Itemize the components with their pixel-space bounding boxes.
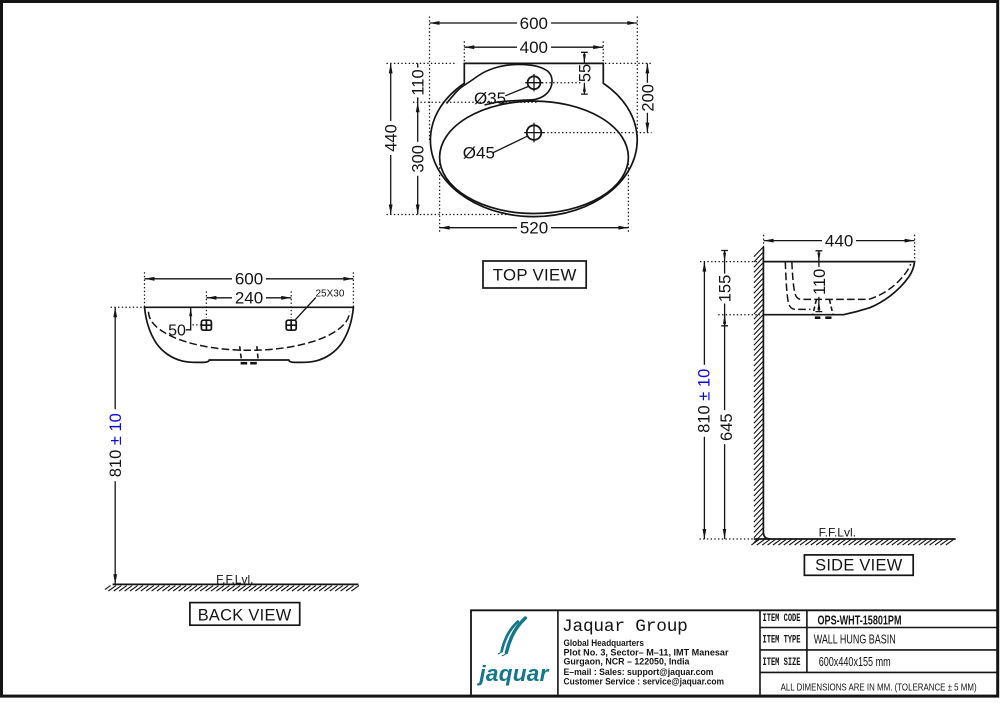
svg-text:240: 240 [235, 289, 263, 308]
svg-text:SIDE VIEW: SIDE VIEW [815, 557, 903, 575]
svg-text:600: 600 [235, 270, 263, 289]
svg-text:TOP VIEW: TOP VIEW [493, 265, 577, 284]
svg-text:ITEM SIZE: ITEM SIZE [763, 657, 801, 669]
svg-text:Gurgaon, NCR – 122050, India: Gurgaon, NCR – 122050, India [564, 657, 691, 668]
svg-text:ITEM CODE: ITEM CODE [763, 613, 801, 625]
svg-text:BACK VIEW: BACK VIEW [198, 607, 292, 625]
svg-text:200: 200 [639, 84, 657, 112]
svg-text:300: 300 [410, 145, 428, 173]
svg-text:810 ± 10: 810 ± 10 [695, 369, 713, 433]
svg-text:155: 155 [717, 275, 735, 303]
svg-text:110: 110 [811, 269, 829, 295]
svg-text:645: 645 [718, 413, 736, 441]
svg-text:Plot No. 3, Sector– M–11, IMT: Plot No. 3, Sector– M–11, IMT Manesar [564, 647, 729, 658]
svg-text:25X30: 25X30 [316, 289, 345, 300]
svg-text:WALL HUNG BASIN: WALL HUNG BASIN [814, 632, 896, 647]
svg-text:Customer Service : service@jaq: Customer Service : service@jaquar.com [564, 676, 725, 687]
svg-text:OPS-WHT-15801PM: OPS-WHT-15801PM [818, 613, 902, 628]
svg-text:520: 520 [520, 219, 548, 238]
svg-text:600: 600 [520, 14, 548, 33]
svg-text:jaquar: jaquar [476, 661, 549, 686]
svg-text:Jaquar Group: Jaquar Group [562, 617, 688, 637]
svg-text:110: 110 [410, 69, 428, 95]
svg-text:ALL DIMENSIONS ARE IN MM. (TOL: ALL DIMENSIONS ARE IN MM. (TOLERANCE ± 5… [781, 681, 977, 693]
svg-text:F.F.Lvl.: F.F.Lvl. [216, 572, 253, 586]
svg-text:F.F.Lvl.: F.F.Lvl. [819, 526, 856, 540]
svg-text:400: 400 [520, 38, 548, 57]
svg-text:50: 50 [168, 323, 186, 340]
svg-text:600x440x155 mm: 600x440x155 mm [819, 654, 891, 669]
svg-text:E–mail : Sales: support@jaquar: E–mail : Sales: support@jaquar.com [564, 667, 714, 678]
svg-text:440: 440 [383, 124, 401, 152]
svg-text:Ø45: Ø45 [463, 143, 495, 162]
svg-text:810 ± 10: 810 ± 10 [107, 413, 125, 477]
svg-text:ITEM TYPE: ITEM TYPE [763, 635, 801, 647]
svg-text:Global Headquarters: Global Headquarters [564, 638, 644, 649]
svg-text:Ø35: Ø35 [474, 89, 506, 108]
svg-text:55: 55 [576, 64, 594, 82]
svg-text:440: 440 [825, 231, 853, 250]
